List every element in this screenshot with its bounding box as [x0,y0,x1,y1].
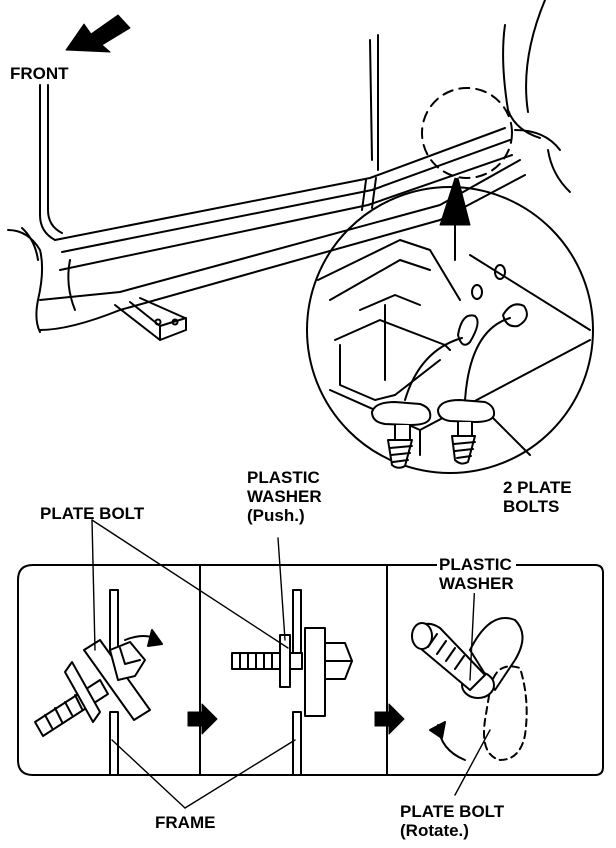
steps-panel [17,564,604,776]
step2-illustration [231,589,353,776]
leader-lines [91,519,491,809]
vehicle-body [7,0,571,341]
plate-bolt-rotate-label: PLATE BOLT (Rotate.) [400,802,505,840]
detail-callout [306,87,594,474]
plate-bolt-label: PLATE BOLT [40,504,145,523]
step-arrow-1-icon [187,703,218,735]
plastic-washer-label: PLASTIC WASHER [437,555,516,593]
zoom-detail-content [317,224,591,456]
two-plate-bolts-label: 2 PLATE BOLTS [503,478,572,516]
zoom-plate-bolt-2 [437,399,496,465]
front-label: FRONT [10,64,69,83]
plastic-washer-push-label: PLASTIC WASHER (Push.) [247,468,322,525]
frame-label: FRAME [155,813,216,832]
zoom-plate-bolt-1 [371,401,432,469]
step-arrow-2-icon [374,703,405,735]
step3-illustration [411,617,528,761]
front-arrow-icon [65,14,131,53]
step1-illustration [34,589,163,776]
